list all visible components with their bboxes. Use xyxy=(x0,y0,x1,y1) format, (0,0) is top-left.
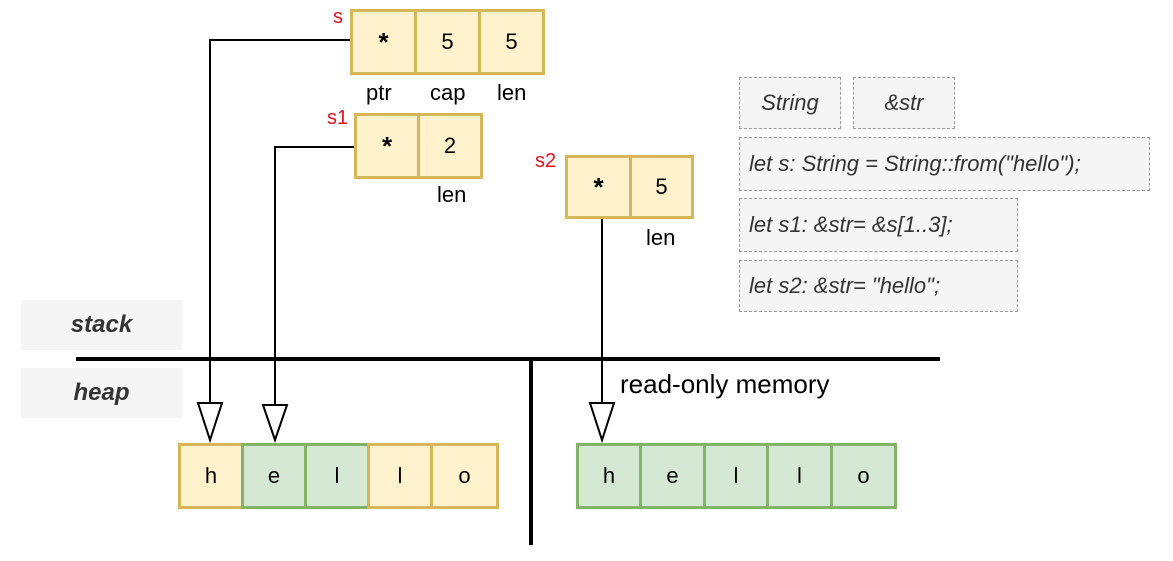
s1-ptr-connector xyxy=(274,146,354,405)
s1-ptr-cell: * xyxy=(354,113,420,179)
s2-len-cell: 5 xyxy=(629,155,694,219)
readonly-char-cell: l xyxy=(703,443,769,509)
s-len-label: len xyxy=(497,80,527,105)
s2-len-label: len xyxy=(646,225,676,250)
s1-var-name: s1 xyxy=(327,107,349,129)
readonly-char-cell: o xyxy=(830,443,897,509)
s-cap-cell: 5 xyxy=(414,9,481,75)
s1-len-label: len xyxy=(437,182,467,207)
stack-label: stack xyxy=(21,300,182,350)
s2-var-name: s2 xyxy=(535,150,557,172)
s-ptr-connector xyxy=(209,39,350,403)
code-line-s1: let s1: &str= &s[1..3]; xyxy=(739,198,1018,252)
readonly-memory-label: read-only memory xyxy=(620,369,830,399)
s-ptr-arrowhead xyxy=(196,402,224,444)
heap-label: heap xyxy=(21,368,182,418)
code-line-s2: let s2: &str= "hello"; xyxy=(739,260,1018,312)
s-ptr-label: ptr xyxy=(366,80,392,105)
s1-len-cell: 2 xyxy=(417,113,483,179)
s2-ptr-cell: * xyxy=(565,155,632,219)
s2-ptr-arrowhead xyxy=(588,402,616,444)
s-var-name: s xyxy=(333,6,343,28)
code-line-s: let s: String = String::from("hello"); xyxy=(739,137,1150,191)
s-len-cell: 5 xyxy=(478,9,545,75)
s-ptr-cell: * xyxy=(350,9,417,75)
readonly-char-cell: e xyxy=(639,443,706,509)
heap-char-cell: e xyxy=(241,443,307,509)
s-cap-label: cap xyxy=(430,80,466,105)
legend-string-type: String xyxy=(739,77,841,129)
s1-ptr-arrowhead xyxy=(261,404,289,444)
readonly-char-cell: l xyxy=(766,443,833,509)
heap-char-cell: o xyxy=(430,443,499,509)
readonly-char-cell: h xyxy=(576,443,642,509)
legend-str-type: &str xyxy=(853,77,955,129)
heap-char-cell: l xyxy=(304,443,370,509)
heap-char-cell: h xyxy=(178,443,244,509)
heap-char-cell: l xyxy=(367,443,433,509)
